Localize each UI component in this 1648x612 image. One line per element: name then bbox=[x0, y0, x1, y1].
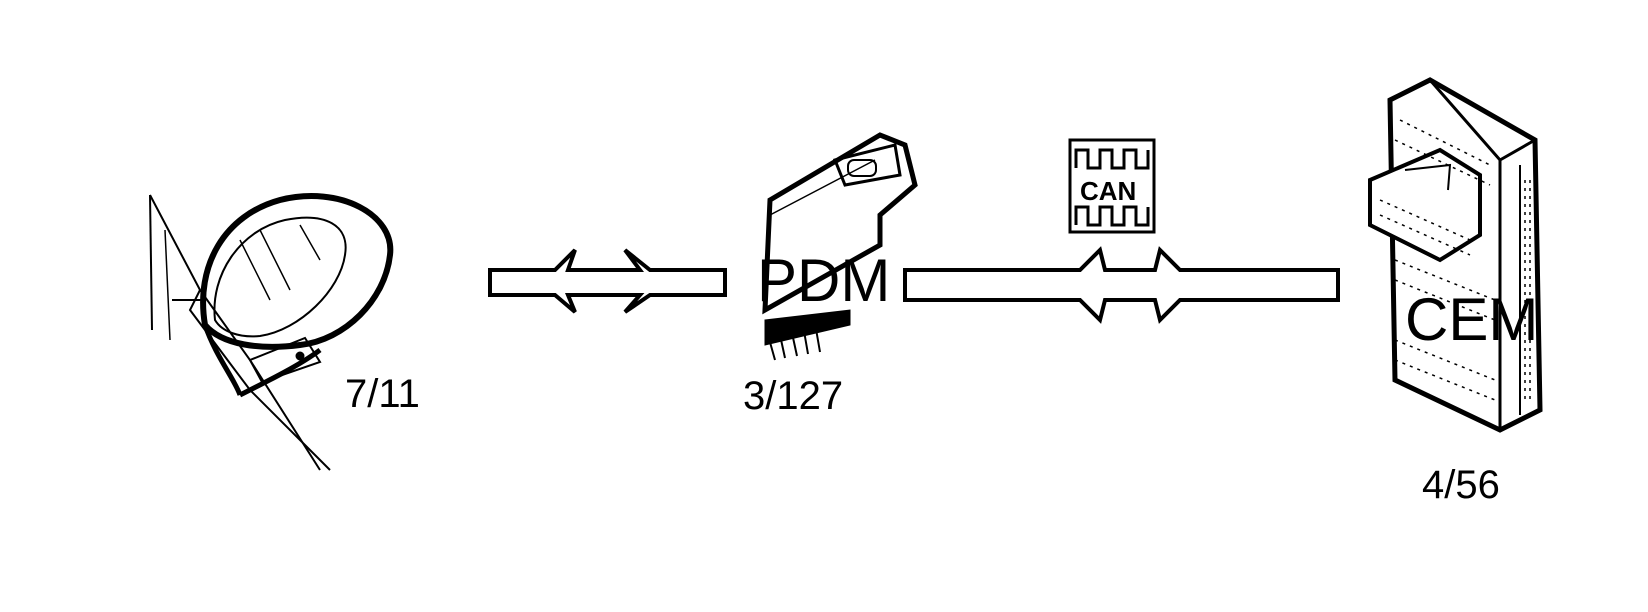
pdm-module-illustration bbox=[762, 132, 918, 361]
door-mirror-illustration bbox=[149, 193, 394, 471]
pdm-code-label: 3/127 bbox=[743, 374, 843, 418]
cem-module-illustration bbox=[1368, 77, 1543, 433]
mirror-pdm-connection bbox=[488, 248, 727, 314]
mirror-code-label: 7/11 bbox=[345, 372, 420, 416]
cem-code-label: 4/56 bbox=[1422, 463, 1500, 507]
can-bus-icon: CAN bbox=[1068, 138, 1156, 234]
cem-label: CEM bbox=[1405, 286, 1538, 353]
pdm-label: PDM bbox=[757, 247, 890, 314]
can-label: CAN bbox=[1080, 176, 1136, 206]
can-bus-line bbox=[903, 246, 1340, 324]
